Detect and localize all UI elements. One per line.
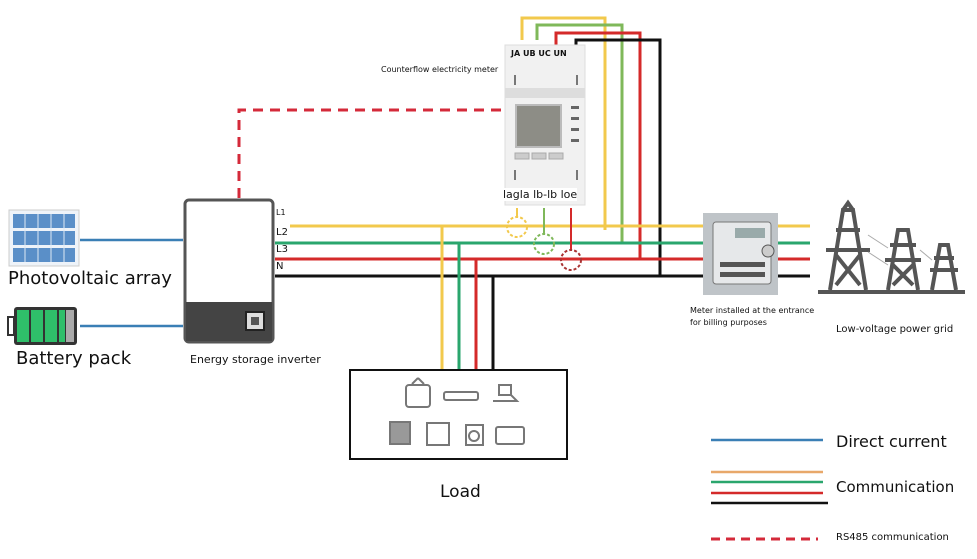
grid-label: Low-voltage power grid: [836, 324, 954, 335]
power-tower-icon: [818, 199, 965, 294]
billing-meter-label-1: Meter installed at the entrance: [690, 306, 815, 315]
ct-clamp-l2: [533, 233, 555, 255]
billing-meter-device: [703, 213, 778, 295]
washing-machine-icon: [465, 424, 484, 446]
microwave-icon: [495, 426, 525, 445]
battery-label: Battery pack: [16, 348, 132, 369]
load-box: [349, 369, 568, 460]
solar-panel-icon: [8, 209, 80, 267]
rs485-line: [237, 108, 505, 198]
coffee-machine-icon: [426, 422, 450, 446]
meter-wire-n: [574, 38, 662, 277]
counterflow-meter-device: [504, 44, 586, 206]
phase-l3-label: L3: [276, 244, 288, 255]
phase-l2-label: L2: [276, 227, 288, 238]
legend-rs485-label: RS485 communication: [836, 532, 949, 543]
meter-terminals-top: JA UB UC UN: [511, 49, 567, 58]
meter-wire-l1: [520, 16, 607, 230]
billing-meter-label-2: for billing purposes: [690, 318, 767, 327]
air-conditioner-icon: [443, 391, 479, 401]
ct-clamp-l3: [560, 249, 582, 271]
load-label: Load: [440, 482, 481, 502]
inverter-label: Energy storage inverter: [190, 353, 321, 366]
meter-terminals-bottom: lagla lb-lb loe: [503, 188, 578, 201]
phase-l1-label: L1: [276, 208, 286, 217]
ct-clamp-l1: [506, 216, 528, 238]
meter-wire-l3: [554, 31, 642, 258]
fridge-icon: [389, 421, 411, 445]
tv-icon: [405, 384, 431, 408]
photovoltaic-label: Photovoltaic array: [8, 268, 172, 289]
meter-wire-l2: [535, 23, 624, 242]
inverter-device: [183, 198, 275, 344]
range-hood-icon: [493, 384, 520, 402]
phase-n-label: N: [276, 261, 284, 272]
legend-dc-label: Direct current: [836, 432, 947, 451]
appliance-icons: [389, 377, 525, 446]
legend-comm-label: Communication: [836, 478, 955, 496]
battery-icon: [7, 307, 77, 345]
meter-title: Counterflow electricity meter: [381, 65, 499, 74]
